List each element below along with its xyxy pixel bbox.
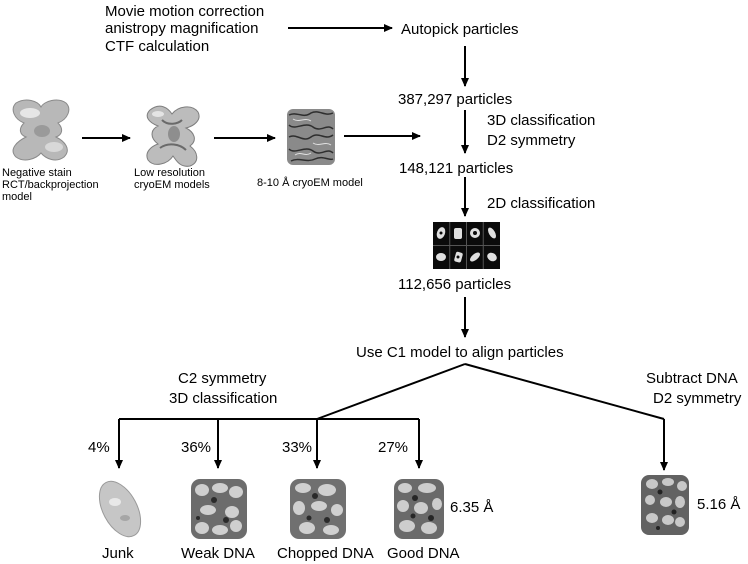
autopick-label: Autopick particles	[401, 21, 519, 38]
weak-dna-density-map	[191, 479, 247, 539]
subtracted-resolution: 5.16 Å	[697, 496, 741, 513]
branch-line-left	[316, 363, 466, 420]
left-branch-line-2: 3D classification	[169, 390, 278, 407]
step-3d-classification: 3D classification	[487, 112, 596, 129]
step-2d-classification: 2D classification	[487, 195, 596, 212]
label-good-dna: Good DNA	[387, 545, 460, 562]
left-branch-line-1: C2 symmetry	[178, 370, 267, 387]
low-resolution-model	[146, 105, 200, 167]
branch-line-right	[464, 363, 665, 420]
lowres-caption-2: cryoEM models	[134, 179, 210, 191]
cryoem-caption: 8-10 Å cryoEM model	[257, 177, 363, 189]
percent-junk: 4%	[88, 439, 110, 456]
right-branch-line-2: D2 symmetry	[653, 390, 742, 407]
preprocess-line-3: CTF calculation	[105, 38, 210, 55]
junk-density-map	[98, 480, 142, 538]
percent-weak-dna: 36%	[181, 439, 212, 456]
align-step: Use C1 model to align particles	[356, 344, 564, 361]
percent-chopped-dna: 33%	[282, 439, 313, 456]
preprocess-line-1: Movie motion correction	[105, 3, 265, 20]
chopped-dna-density-map	[290, 479, 346, 539]
right-branch-line-1: Subtract DNA	[646, 370, 738, 387]
count-387297: 387,297 particles	[398, 91, 513, 108]
ns-caption-3: model	[2, 191, 32, 203]
subtracted-density-map	[641, 475, 689, 535]
count-148121: 148,121 particles	[399, 160, 514, 177]
class-averages-panel	[433, 222, 500, 269]
step-d2-symmetry: D2 symmetry	[487, 132, 576, 149]
percent-good-dna: 27%	[378, 439, 409, 456]
cryoem-8-10-model	[287, 109, 335, 165]
lowres-caption-1: Low resolution	[134, 167, 205, 179]
good-dna-density-map	[394, 479, 444, 539]
label-weak-dna: Weak DNA	[181, 545, 255, 562]
ns-caption-2: RCT/backprojection	[2, 179, 99, 191]
label-chopped-dna: Chopped DNA	[277, 545, 374, 562]
ns-caption-1: Negative stain	[2, 167, 72, 179]
preprocess-line-2: anistropy magnification	[105, 20, 259, 37]
label-junk: Junk	[102, 545, 134, 562]
good-dna-resolution: 6.35 Å	[450, 499, 494, 516]
count-112656: 112,656 particles	[398, 276, 512, 293]
negative-stain-model	[12, 99, 70, 161]
